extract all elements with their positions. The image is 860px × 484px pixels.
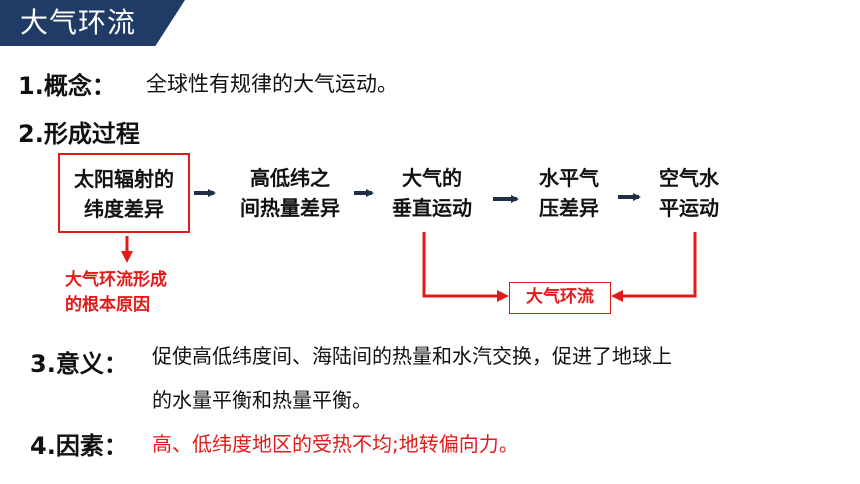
flow-step-4-line-2: 平运动 [659,196,719,220]
flow-source-line-1: 太阳辐射的 [74,167,174,191]
flow-step-1: 高低纬之 间热量差异 [222,163,358,223]
flow-step-3: 水平气 压差异 [522,163,616,223]
title-banner [0,0,185,46]
flow-step-1-line-2: 间热量差异 [240,196,340,220]
concept-label: 1.概念： [18,72,116,100]
page-title: 大气环流 [20,6,137,39]
horizontal-to-result-arrow [611,232,697,302]
flow-step-2-line-1: 大气的 [402,166,462,190]
root-cause-line-2: 的根本原因 [65,295,150,315]
process-label: 2.形成过程 [18,120,140,148]
root-cause-line-1: 大气环流形成 [65,270,167,290]
flow-source-box: 太阳辐射的 纬度差异 [58,153,190,233]
concept-text: 全球性有规律的大气运动。 [146,72,398,96]
flow-step-3-line-1: 水平气 [539,166,599,190]
factors-text: 高、低纬度地区的受热不均;地转偏向力。 [152,432,519,456]
flow-step-4: 空气水 平运动 [642,163,736,223]
significance-line-2: 的水量平衡和热量平衡。 [152,388,372,412]
significance-label: 3.意义： [30,350,128,378]
flow-step-4-line-1: 空气水 [659,166,719,190]
flow-source-line-2: 纬度差异 [84,197,164,221]
flow-step-2: 大气的 垂直运动 [375,163,489,223]
result-box: 大气环流 [509,282,611,314]
flow-step-3-line-2: 压差异 [539,196,599,220]
flow-step-2-line-2: 垂直运动 [392,196,472,220]
significance-line-1: 促使高低纬度间、海陆间的热量和水汽交换，促进了地球上 [152,344,672,368]
root-cause-note: 大气环流形成 的根本原因 [65,268,167,318]
vertical-to-result-arrow [422,232,509,302]
flow-step-1-line-1: 高低纬之 [250,166,330,190]
factors-label: 4.因素： [30,432,128,460]
